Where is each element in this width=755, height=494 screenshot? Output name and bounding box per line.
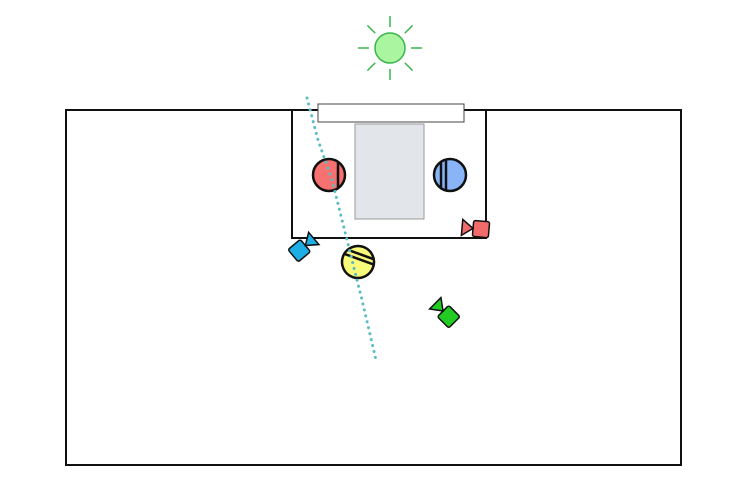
sun-icon — [358, 16, 422, 80]
sun-ray — [404, 24, 414, 34]
camera-icon[interactable] — [460, 217, 491, 239]
sun-ray — [404, 62, 414, 72]
camera-icon[interactable] — [288, 230, 321, 262]
window-icon — [317, 103, 465, 123]
movement-path — [305, 96, 378, 362]
table-icon — [354, 123, 425, 220]
sun-disc — [374, 32, 406, 64]
camera-icon[interactable] — [428, 296, 460, 328]
sun-ray — [366, 62, 376, 72]
person-icon[interactable] — [432, 157, 468, 193]
sun-ray — [366, 24, 376, 34]
person-icon[interactable] — [337, 241, 378, 282]
